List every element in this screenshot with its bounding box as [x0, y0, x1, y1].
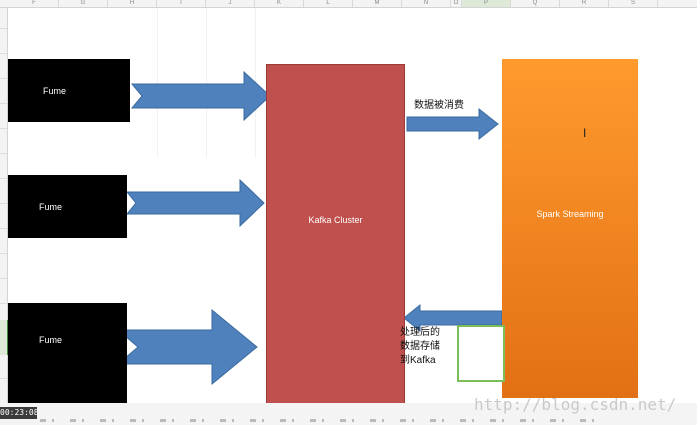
column-header-o[interactable]: O [451, 0, 462, 7]
row-divider [0, 178, 7, 179]
writeback-line: 处理后的 [400, 327, 440, 338]
column-letter: H [129, 0, 135, 6]
column-letter: F [32, 0, 36, 6]
column-header-s[interactable]: S [609, 0, 658, 7]
row-divider [0, 28, 7, 29]
sheet-tab-bar[interactable] [0, 403, 697, 425]
arrow-flume-mid-to-kafka [125, 178, 265, 228]
row-divider [0, 303, 7, 304]
writeback-label: 处理后的 数据存储 到Kafka [400, 326, 440, 368]
flume-label: Fume [39, 201, 63, 212]
arrow-kafka-to-spark [406, 107, 499, 141]
column-header-i[interactable]: I [157, 0, 206, 7]
column-header-m[interactable]: M [353, 0, 402, 7]
sheet-tabs[interactable] [40, 419, 600, 422]
column-letter: S [630, 0, 635, 6]
text-cursor-icon: I [583, 126, 587, 140]
column-letter: Q [532, 0, 538, 6]
spark-label: Spark Streaming [536, 208, 604, 219]
column-letter: O [453, 0, 459, 6]
arrow-flume-bottom-to-kafka [116, 308, 258, 386]
column-letter: G [80, 0, 86, 6]
row-divider [0, 228, 7, 229]
kafka-label: Kafka Cluster [308, 214, 363, 225]
flume-source-top[interactable]: Fume [8, 59, 130, 122]
video-timestamp: 00:23:08 [0, 407, 39, 419]
flume-source-bottom[interactable]: Fume [8, 303, 127, 406]
spark-streaming-box[interactable]: Spark Streaming [502, 59, 638, 398]
column-header-k[interactable]: K [255, 0, 304, 7]
row-divider [0, 253, 7, 254]
column-letter: K [276, 0, 281, 6]
row-divider [0, 128, 7, 129]
column-letter: L [326, 0, 330, 6]
kafka-cluster-box[interactable]: Kafka Cluster [266, 64, 405, 405]
column-header-p[interactable]: P [462, 0, 511, 7]
row-divider [0, 153, 7, 154]
column-header-f[interactable]: F [10, 0, 59, 7]
flume-label: Fume [39, 334, 63, 345]
watermark-text: http://blog.csdn.net/ [474, 395, 677, 414]
flume-source-middle[interactable]: Fume [8, 175, 127, 238]
consume-label: 数据被消费 [414, 100, 464, 111]
column-header-bar: F G H I J K L M N O P Q R S [0, 0, 697, 8]
column-header-n[interactable]: N [402, 0, 451, 7]
grid-line [206, 8, 207, 158]
column-letter: R [581, 0, 587, 6]
row-divider [0, 53, 7, 54]
column-letter: M [374, 0, 380, 6]
column-header-h[interactable]: H [108, 0, 157, 7]
arrow-flume-top-to-kafka [130, 70, 271, 122]
column-letter: P [483, 0, 488, 6]
row-divider [0, 278, 7, 279]
writeback-line: 到Kafka [400, 355, 436, 366]
row-divider [0, 103, 7, 104]
row-divider [0, 378, 7, 379]
column-header-g[interactable]: G [59, 0, 108, 7]
column-letter: J [228, 0, 232, 6]
column-header-r[interactable]: R [560, 0, 609, 7]
column-header-q[interactable]: Q [511, 0, 560, 7]
column-letter: N [423, 0, 429, 6]
column-letter: I [180, 0, 182, 6]
flume-label: Fume [43, 85, 67, 96]
grid-line [157, 8, 158, 158]
row-divider [0, 203, 7, 204]
column-header-j[interactable]: J [206, 0, 255, 7]
row-divider [0, 78, 7, 79]
column-header-l[interactable]: L [304, 0, 353, 7]
selected-cell-box[interactable] [457, 325, 505, 382]
writeback-line: 数据存储 [400, 341, 440, 352]
